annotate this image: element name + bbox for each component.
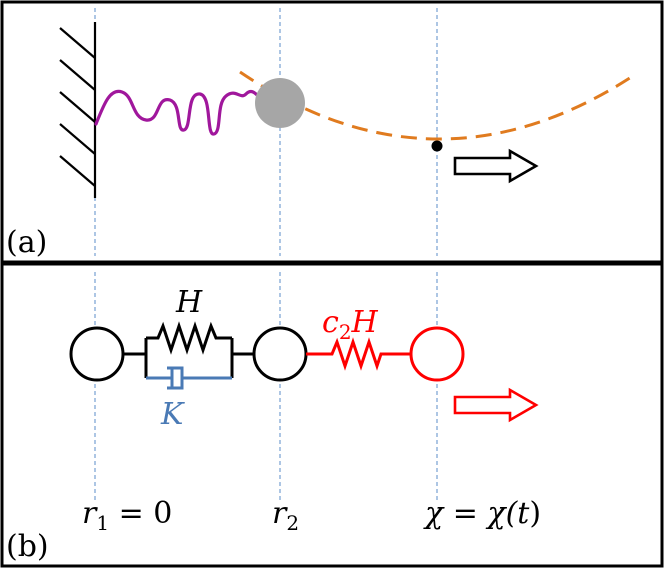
polymer-chain [94,89,264,136]
trap-center-dot [431,140,443,152]
r1-sub: 1 [96,511,109,535]
spring-h [146,321,232,355]
r2-var: r [272,496,288,531]
bead-2 [252,326,308,382]
wall-hatch [59,123,96,155]
wall [59,22,97,198]
spring-h-label: H [175,285,203,320]
dashpot-k-label: K [160,397,185,432]
r2-sub: 2 [286,511,299,535]
motion-arrow-red [453,387,539,423]
r1-rest: = 0 [109,496,172,531]
motion-arrow-black [453,148,539,184]
panel-a-label: (a) [6,225,47,260]
trap-spring [306,337,411,371]
panel-b-label: (b) [6,529,49,564]
kelvin-voigt-element [123,321,254,390]
bead-1 [69,326,125,382]
r1-var: r [82,496,98,531]
trap-spring-coef: c [322,305,339,340]
chi-label: χ = χ(t) [423,496,541,531]
trap-spring-var: H [351,305,379,340]
trap-spring-label: c2H [322,305,379,344]
r2-label: r2 [272,496,299,535]
wall-hatch [59,27,96,59]
bead-grey [255,78,305,128]
chi-expr: χ = χ( [423,496,519,531]
trap-spring-sub: 2 [339,320,352,344]
trap-bead [409,326,465,382]
trap-spring-coil [306,337,411,371]
r1-label: r1 = 0 [82,496,172,535]
chi-t: t [517,496,530,531]
wall-hatch [59,91,96,123]
chi-close: ) [529,496,541,531]
wall-hatch [59,59,96,91]
panel-a-frame [0,0,664,264]
guide-lines [94,8,438,500]
wall-hatch [59,155,96,187]
panel-b-frame [0,262,664,568]
